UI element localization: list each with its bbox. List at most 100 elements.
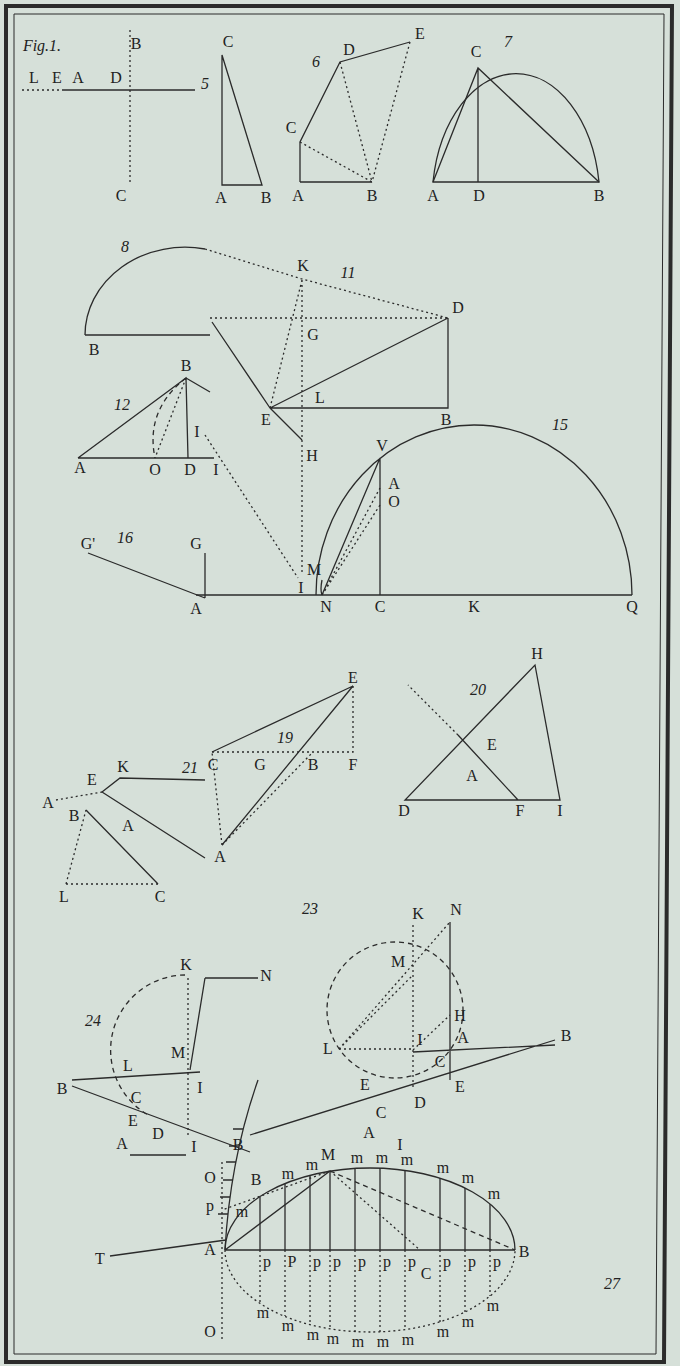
point-label: M — [391, 954, 405, 970]
point-label: I — [298, 580, 303, 596]
figure-number: 7 — [504, 34, 512, 50]
point-label: E — [487, 737, 497, 753]
figure-number: 8 — [121, 239, 129, 255]
point-label: M — [321, 1147, 335, 1163]
point-label: B — [441, 412, 452, 428]
point-label: B — [57, 1081, 68, 1097]
point-label: m — [487, 1298, 499, 1314]
point-label: C — [223, 34, 234, 50]
point-label: D — [452, 300, 464, 316]
point-label: F — [516, 803, 525, 819]
point-label: I — [417, 1032, 422, 1048]
point-label: m — [307, 1327, 319, 1343]
point-label: L — [59, 889, 69, 905]
point-label: m — [462, 1170, 474, 1186]
point-label: G — [307, 327, 319, 343]
point-label: m — [437, 1324, 449, 1340]
point-label: C — [131, 1090, 142, 1106]
point-label: C — [208, 757, 219, 773]
point-label: m — [352, 1334, 364, 1350]
point-label: B — [594, 188, 605, 204]
point-label: O — [149, 462, 161, 478]
point-label: G — [190, 536, 202, 552]
point-label: A — [190, 601, 202, 617]
point-label: I — [213, 462, 218, 478]
point-label: B — [69, 808, 80, 824]
figure-number: 21 — [182, 760, 198, 776]
point-label: E — [261, 412, 271, 428]
point-label: V — [376, 438, 388, 454]
point-label: A — [215, 190, 227, 206]
point-label: m — [402, 1332, 414, 1348]
point-label: I — [397, 1137, 402, 1153]
point-label: m — [401, 1152, 413, 1168]
point-label: C — [375, 599, 386, 615]
point-label: L — [123, 1058, 133, 1074]
figure-number: 23 — [302, 901, 318, 917]
point-label: E — [128, 1113, 138, 1129]
point-label: p — [493, 1254, 501, 1270]
point-label: H — [454, 1008, 466, 1024]
point-label: B — [89, 342, 100, 358]
point-label: K — [297, 258, 309, 274]
point-label: m — [377, 1334, 389, 1350]
figure-number: 12 — [114, 397, 130, 413]
point-label: K — [468, 599, 480, 615]
point-label: A — [116, 1136, 128, 1152]
point-label: m — [282, 1166, 294, 1182]
point-label: m — [351, 1150, 363, 1166]
point-label: I — [557, 803, 562, 819]
point-label: I — [191, 1139, 196, 1155]
point-label: p — [263, 1254, 271, 1270]
figure-number: 5 — [201, 76, 209, 92]
point-label: O — [388, 494, 400, 510]
figure-number: 24 — [85, 1013, 101, 1029]
point-label: D — [343, 42, 355, 58]
point-label: C — [116, 188, 127, 204]
point-label: m — [488, 1186, 500, 1202]
point-label: C — [286, 120, 297, 136]
point-label: B — [519, 1244, 530, 1260]
point-label: D — [398, 803, 410, 819]
point-label: A — [42, 795, 54, 811]
point-label: C — [421, 1266, 432, 1282]
figure-number: 16 — [117, 530, 133, 546]
point-label: E — [52, 70, 62, 86]
point-label: m — [376, 1150, 388, 1166]
point-label: B — [367, 188, 378, 204]
point-label: K — [412, 906, 424, 922]
point-label: F — [349, 757, 358, 773]
point-label: p — [333, 1254, 341, 1270]
figure-number: 15 — [552, 417, 568, 433]
point-label: A — [457, 1030, 469, 1046]
point-label: M — [307, 562, 321, 578]
point-label: D — [473, 188, 485, 204]
point-label: E — [360, 1077, 370, 1093]
point-label: O — [204, 1170, 216, 1186]
point-label: p — [313, 1254, 321, 1270]
point-label: D — [110, 70, 122, 86]
frame — [6, 6, 672, 1362]
point-label: m — [257, 1305, 269, 1321]
point-label: G — [254, 757, 266, 773]
point-label: K — [180, 957, 192, 973]
point-label: B — [233, 1137, 244, 1153]
point-label: p — [468, 1254, 476, 1270]
figure-number: 19 — [277, 730, 293, 746]
point-label: p — [383, 1254, 391, 1270]
point-label: A — [292, 188, 304, 204]
point-label: H — [306, 448, 318, 464]
point-label: m — [236, 1204, 248, 1220]
frame-inner — [14, 14, 664, 1354]
point-label: A — [427, 188, 439, 204]
figure-number: 20 — [470, 682, 486, 698]
point-label: L — [29, 70, 39, 86]
point-label: p — [443, 1254, 451, 1270]
figure-number: 11 — [341, 265, 356, 281]
point-label: E — [455, 1079, 465, 1095]
point-label: N — [320, 599, 332, 615]
point-label: B — [251, 1172, 262, 1188]
point-label: C — [155, 889, 166, 905]
figure-number: 27 — [604, 1276, 620, 1292]
